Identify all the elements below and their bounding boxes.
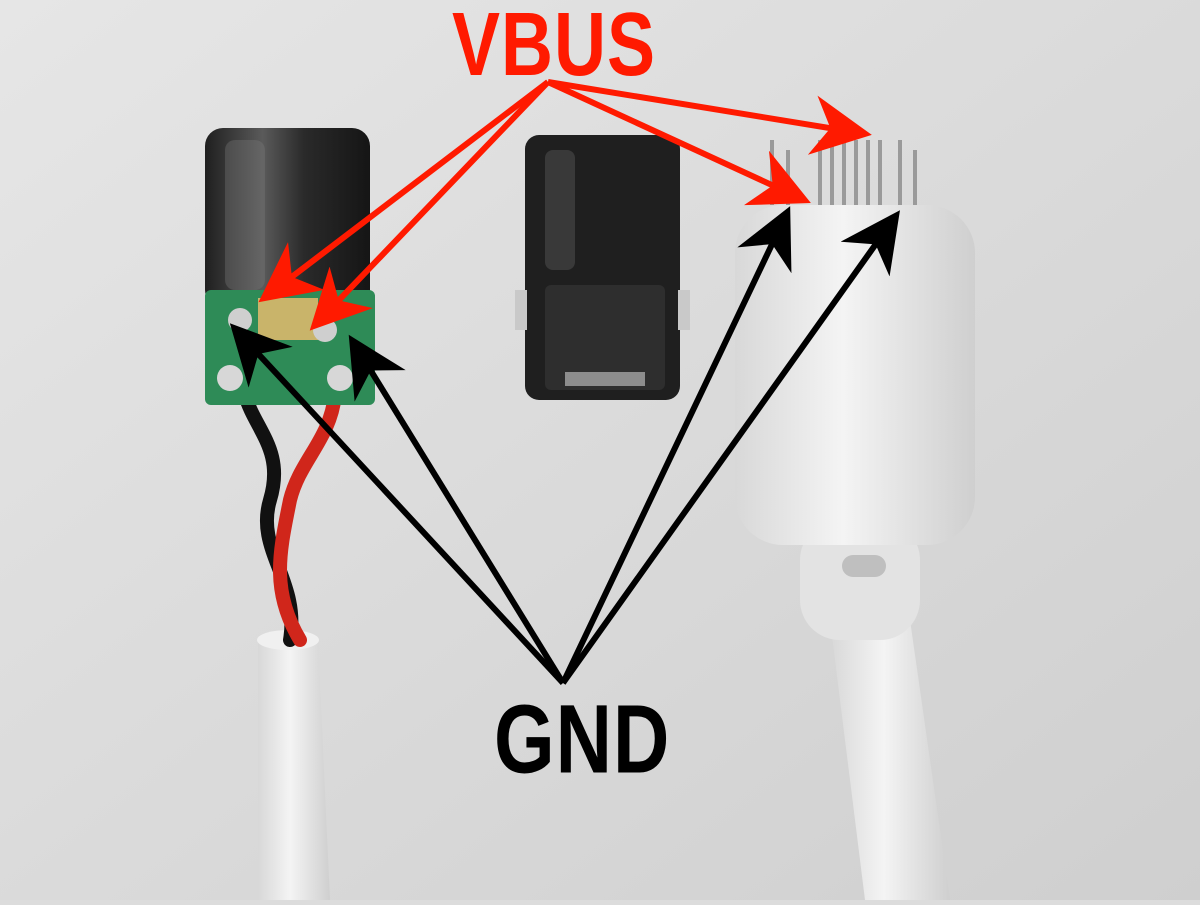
left-plug-shine — [225, 140, 265, 290]
vbus-arrow-4 — [547, 79, 872, 155]
gnd-arrow-3 — [560, 206, 792, 685]
bare-usb-c-plug — [515, 135, 690, 400]
middle-plug-tongue — [545, 285, 665, 390]
solder-joint-red — [327, 365, 353, 391]
middle-plug-pins — [565, 372, 645, 386]
red-wire — [273, 388, 342, 647]
right-cable — [830, 620, 950, 900]
gnd-arrow-1 — [229, 323, 566, 686]
gnd-arrows — [229, 206, 900, 686]
left-plug-shell — [205, 128, 370, 308]
gnd-pad-left — [228, 308, 252, 332]
vbus-pad-left — [313, 318, 337, 342]
vbus-arrow-1 — [258, 79, 550, 303]
vbus-arrow-2 — [309, 79, 551, 331]
vbus-arrow-3 — [546, 79, 811, 206]
solder-joint-black — [217, 365, 243, 391]
gnd-arrow-2 — [348, 334, 566, 685]
left-cable — [258, 640, 330, 900]
right-plug-overmold — [735, 205, 975, 545]
gnd-arrow-4 — [560, 210, 900, 685]
middle-plug-shine — [545, 150, 575, 270]
vbus-arrows — [258, 79, 872, 331]
white-cable-plug-pins — [735, 140, 975, 900]
pcb-contacts — [258, 298, 318, 340]
middle-plug-tab-right — [678, 290, 690, 330]
middle-plug-tab-left — [515, 290, 527, 330]
gnd-label: GND — [494, 683, 671, 794]
strain-relief-slot — [842, 555, 886, 577]
right-cable-strain-relief — [800, 520, 920, 640]
vbus-label: VBUS — [452, 0, 657, 95]
